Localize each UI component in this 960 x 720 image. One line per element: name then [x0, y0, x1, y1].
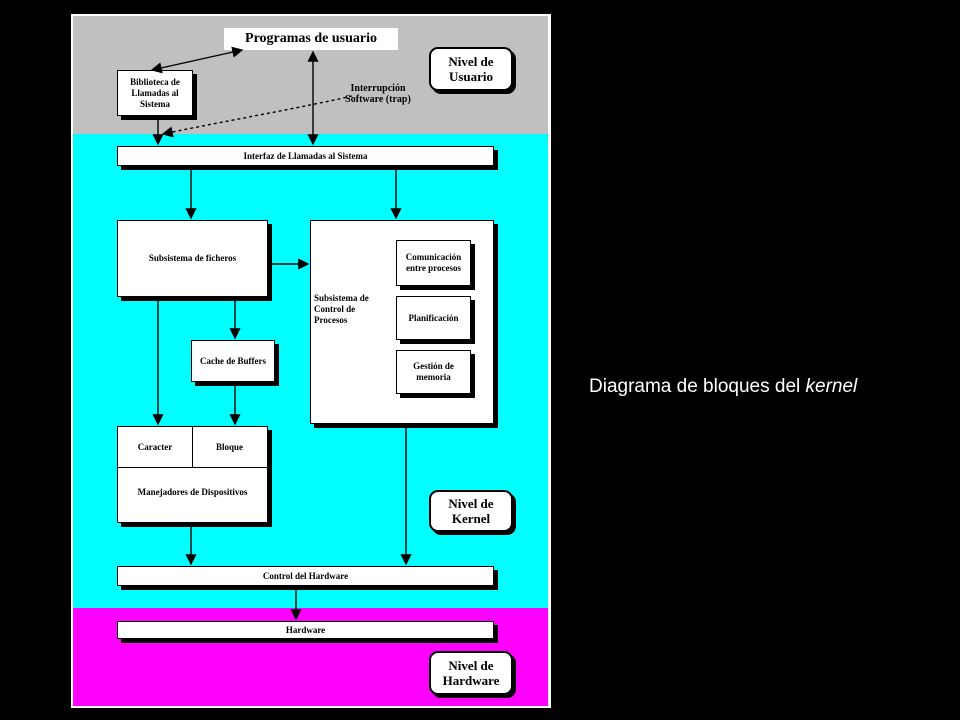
hardware-label: Hardware [285, 624, 326, 635]
scheduler-label: Planificación [408, 312, 459, 323]
block-driver-cell: Bloque [192, 427, 267, 468]
kernel-level-label: Nivel de Kernel [448, 496, 494, 526]
arrow-programs-library [150, 46, 244, 74]
hardware-control-label: Control del Hardware [262, 570, 349, 581]
file-subsystem-label: Subsistema de ficheros [148, 253, 237, 263]
slide-caption: Diagrama de bloques del kernel [589, 376, 857, 398]
file-subsystem-box: Subsistema de ficheros [117, 220, 268, 297]
syscall-library-label: Biblioteca de Llamadas al Sistema [130, 76, 180, 109]
kernel-level-badge: Nivel de Kernel [429, 490, 513, 532]
block-driver-label: Bloque [215, 441, 243, 452]
character-driver-cell: Caracter [118, 427, 193, 468]
user-programs-box: Programas de usuario [224, 28, 398, 50]
syscall-interface-box: Interfaz de Llamadas al Sistema [117, 146, 494, 166]
user-level-badge: Nivel de Usuario [429, 47, 513, 91]
trap-label: Interrupción Software (trap) [345, 83, 411, 105]
ipc-box: Comunicación entre procesos [396, 240, 471, 286]
user-programs-label: Programas de usuario [245, 31, 377, 46]
trap-dotted-path [161, 95, 353, 138]
ipc-label: Comunicación entre procesos [405, 252, 462, 273]
scheduler-box: Planificación [396, 296, 471, 340]
hardware-level-label: Nivel de Hardware [442, 658, 500, 688]
character-driver-label: Caracter [137, 441, 173, 452]
buffer-cache-label: Cache de Buffers [200, 355, 266, 366]
buffer-cache-box: Cache de Buffers [191, 340, 275, 382]
drivers-title-label: Manejadores de Dispositivos [137, 486, 248, 497]
syscall-interface-label: Interfaz de Llamadas al Sistema [243, 150, 368, 161]
drivers-title-cell: Manejadores de Dispositivos [118, 471, 267, 513]
hardware-control-box: Control del Hardware [117, 566, 494, 586]
syscall-library-box: Biblioteca de Llamadas al Sistema [117, 70, 193, 116]
memory-management-label: Gestión de memoria [413, 361, 454, 382]
caption-emphasis: kernel [805, 376, 858, 397]
hardware-box: Hardware [117, 621, 494, 639]
device-drivers-box: Caracter Bloque Manejadores de Dispositi… [117, 426, 268, 523]
process-control-label: Subsistema de Control de Procesos [314, 293, 369, 325]
caption-text: Diagrama de bloques del [589, 376, 801, 397]
user-level-label: Nivel de Usuario [448, 54, 494, 84]
memory-management-box: Gestión de memoria [396, 350, 471, 394]
hardware-level-badge: Nivel de Hardware [429, 651, 513, 695]
